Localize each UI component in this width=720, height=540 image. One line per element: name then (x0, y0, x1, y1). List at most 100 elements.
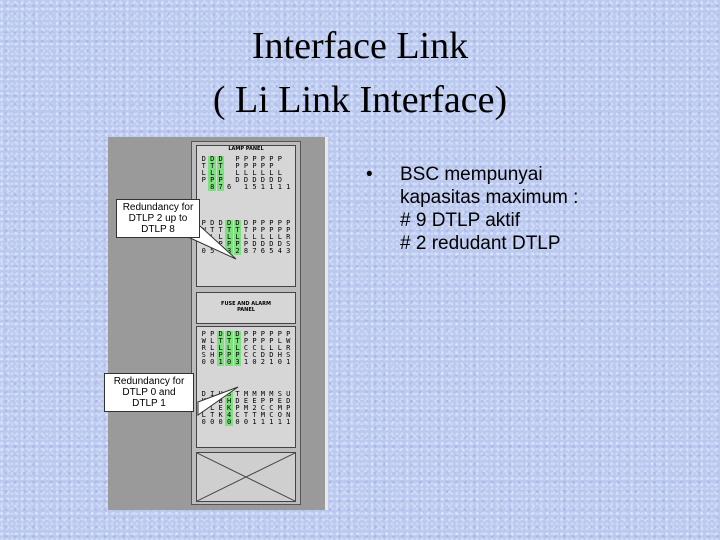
slot-cell: P (252, 162, 257, 170)
slot-cell: 1 (269, 183, 274, 191)
slot-cell: B (218, 397, 223, 405)
slot-cell: L (269, 169, 274, 177)
slot-cell: P (243, 155, 249, 163)
slot-cell: P (277, 226, 282, 234)
callout-bottom-line1: Redundancy for (113, 376, 185, 387)
cross-icon (196, 452, 296, 502)
slot-cell: M (260, 411, 265, 419)
slot-cell: D (225, 330, 233, 338)
fuse-alarm-panel: FUSE AND ALARM PANEL (196, 292, 296, 324)
slot-cell: P (277, 219, 282, 227)
slot-cell: O (277, 411, 282, 419)
bullet-line-4: # 2 redudant DTLP (400, 233, 561, 254)
fuse-alarm-label-line1: FUSE AND ALARM (221, 301, 271, 307)
slot-cell: D (243, 219, 249, 227)
slot-cell: P (269, 397, 274, 405)
slot-cell: S (201, 351, 206, 359)
slot-cell: D (277, 176, 282, 184)
slot-cell: L (260, 344, 265, 352)
slot-cell: T (233, 337, 242, 345)
slot-cell: 1 (269, 418, 274, 426)
slot-cell: 0 (235, 418, 240, 426)
slot-cell: R (201, 344, 206, 352)
slot-cell: 0 (210, 418, 215, 426)
slot-cell: D (235, 176, 240, 184)
slot-cell: P (260, 219, 265, 227)
slot-cell: R (286, 233, 291, 241)
fuse-alarm-label-line2: PANEL (237, 307, 255, 313)
slot-cell: L (260, 169, 265, 177)
slot-cell: L (216, 344, 225, 352)
slot-cell: P (216, 176, 225, 184)
slot-cell: L (277, 337, 282, 345)
slot-cell: 1 (252, 418, 257, 426)
slot-cell: 1 (277, 183, 282, 191)
slot-cell: 1 (286, 183, 291, 191)
slot-cell: M (269, 390, 274, 398)
slot-cell: 0 (201, 358, 206, 366)
slot-cell: D (269, 240, 274, 248)
callout-redundancy-dtlp0-1: Redundancy for DTLP 0 and DTLP 1 (104, 373, 194, 412)
slot-cell: M (277, 404, 282, 412)
slot-cell: 2 (260, 358, 265, 366)
slot-cell: P (260, 162, 265, 170)
slot-cell: P (235, 404, 240, 412)
slot-cell: P (260, 337, 265, 345)
slot-cell: P (201, 219, 206, 227)
slot-cell: D (216, 155, 225, 163)
slot-cell: P (269, 219, 274, 227)
slot-cell: T (216, 162, 225, 170)
slot-cell: D (260, 351, 265, 359)
slot-cell: P (252, 337, 257, 345)
slot-cell: 0 (201, 418, 206, 426)
slot-cell: T (210, 226, 215, 234)
slot-cell: P (225, 351, 233, 359)
slot-cell: P (243, 330, 249, 338)
slot-cell: L (216, 169, 225, 177)
slot-cell: 3 (233, 358, 242, 366)
slot-cell: 1 (243, 358, 249, 366)
slot-cell: P (277, 155, 282, 163)
slot-cell: D (210, 219, 215, 227)
slot-cell: P (225, 240, 233, 248)
lamp-panel-label: LAMP PANEL (228, 146, 264, 152)
slot-cell: T (210, 411, 215, 419)
slot-cell: P (252, 330, 257, 338)
slot-cell: D (233, 219, 242, 227)
slot-cell: E (277, 397, 282, 405)
slot-cell: E (252, 397, 257, 405)
slot-cell: L (235, 169, 240, 177)
slot-cell: 3 (225, 247, 233, 255)
slot-cell: 1 (243, 183, 249, 191)
slot-cell: C (235, 411, 240, 419)
slot-cell: P (235, 162, 240, 170)
slot-cell: D (269, 176, 274, 184)
slot-cell: 1 (286, 418, 291, 426)
slot-cell: S (286, 240, 291, 248)
slot-cell: 2 (233, 247, 242, 255)
slot-cell: 1 (260, 418, 265, 426)
slot-cell: 6 (226, 183, 232, 191)
slot-cell: 1 (277, 418, 282, 426)
slot-cell: L (252, 169, 257, 177)
slot-cell: M (260, 390, 265, 398)
slot-cell: P (208, 176, 216, 184)
slot-cell: P (286, 219, 291, 227)
slot-cell: P (233, 351, 242, 359)
slot-cell: T (218, 226, 223, 234)
slot-cell: P (269, 162, 274, 170)
slot-cell: P (216, 351, 225, 359)
slot-cell: S (225, 390, 233, 398)
slot-cell: C (252, 344, 257, 352)
slot-cell: 1 (260, 183, 265, 191)
slot-cell: P (201, 330, 206, 338)
slot-cell: P (269, 337, 274, 345)
slot-cell: P (252, 226, 257, 234)
slot-cell: 5 (252, 183, 257, 191)
slot-cell: D (286, 397, 291, 405)
slot-cell: P (201, 176, 206, 184)
slot-cell: L (233, 344, 242, 352)
slot-cell: L (201, 411, 206, 419)
